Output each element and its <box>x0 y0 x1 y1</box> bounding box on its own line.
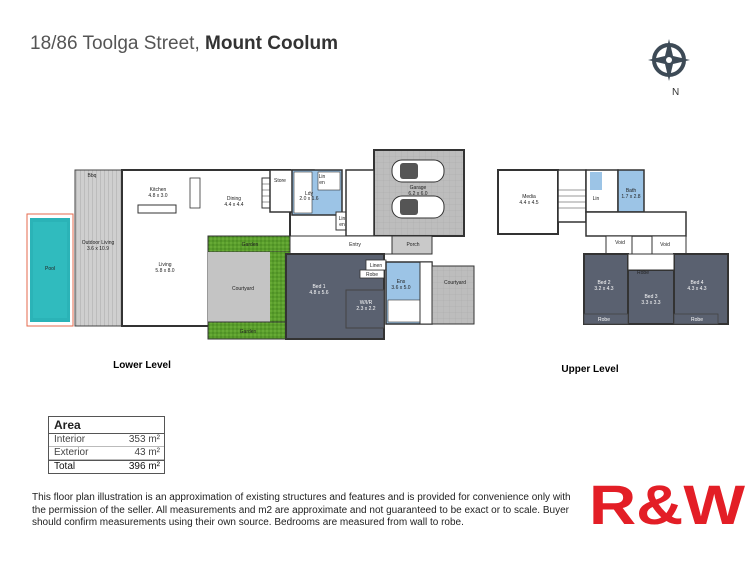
label-media: Media <box>522 194 536 200</box>
label-dining: Dining <box>227 196 241 202</box>
label-bed-4: Bed 4 <box>690 280 703 286</box>
north-label: N <box>672 87 680 98</box>
label-courtyard-right: Courtyard <box>444 280 466 286</box>
disclaimer-text: This floor plan illustration is an appro… <box>32 492 571 528</box>
media-room <box>497 169 559 235</box>
label-outdoor-living-dim: 3.6 x 10.9 <box>87 246 109 252</box>
label-robe-mid: Robe <box>637 270 649 276</box>
label-lin-2b: en <box>339 222 345 228</box>
car-icon <box>391 159 445 183</box>
outdoor-living-deck <box>74 169 123 327</box>
label-courtyard-left: Courtyard <box>232 286 254 292</box>
label-void-2: Void <box>660 242 670 248</box>
label-robe-right: Robe <box>691 317 703 323</box>
property-address: 18/86 Toolga Street, Mount Coolum <box>30 33 338 55</box>
label-void-1: Void <box>615 240 625 246</box>
label-bed-3-dim: 3.3 x 3.3 <box>641 300 660 306</box>
label-lin-1b: en <box>319 180 325 186</box>
label-ldy-dim: 2.0 x 1.6 <box>299 196 318 202</box>
rw-logo: R&W <box>589 478 745 528</box>
label-bed-2-dim: 3.2 x 4.3 <box>594 286 613 292</box>
label-bath-dim: 1.7 x 2.8 <box>621 194 640 200</box>
compass-icon <box>648 39 690 81</box>
label-garden-bottom: Garden <box>240 329 257 335</box>
label-bed-1: Bed 1 <box>312 284 325 290</box>
label-living: Living <box>158 262 171 268</box>
label-bed-2: Bed 2 <box>597 280 610 286</box>
label-bed-4-dim: 4.3 x 4.3 <box>687 286 706 292</box>
car-icon <box>391 195 445 219</box>
address-suburb: Mount Coolum <box>205 33 338 54</box>
label-porch: Porch <box>406 242 419 248</box>
label-pool: Pool <box>45 266 55 272</box>
label-media-dim: 4.4 x 4.5 <box>519 200 538 206</box>
label-outdoor-living: Outdoor Living <box>82 240 115 246</box>
upper-level-label: Upper Level <box>561 364 618 375</box>
label-living-dim: 5.8 x 8.0 <box>155 268 174 274</box>
label-bed-3: Bed 3 <box>644 294 657 300</box>
area-title: Area <box>49 417 164 434</box>
logo-text: R&W <box>589 478 745 528</box>
label-lin-2: Lin <box>339 216 346 222</box>
label-garage: Garage <box>410 185 427 191</box>
label-garage-dim: 6.2 x 6.0 <box>408 191 427 197</box>
label-bbq: Bbq <box>88 173 97 179</box>
label-kitchen: Kitchen <box>150 187 167 193</box>
label-dining-dim: 4.4 x 4.4 <box>224 202 243 208</box>
lower-level-label: Lower Level <box>113 360 171 371</box>
label-linen: Linen <box>370 263 382 269</box>
address-street: 18/86 Toolga Street, <box>30 33 200 54</box>
label-ens: Ens <box>397 279 406 285</box>
label-wir-dim: 2.3 x 2.2 <box>356 306 375 312</box>
label-bed-1-dim: 4.8 x 5.6 <box>309 290 328 296</box>
label-lin-upper: Lin <box>593 196 600 202</box>
label-ldy: Ldy <box>305 191 314 197</box>
label-wir: W/I/R <box>360 300 373 306</box>
label-bath: Bath <box>626 188 637 194</box>
label-lin-1: Lin <box>319 174 326 180</box>
label-entry: Entry <box>349 242 361 248</box>
label-robe-left: Robe <box>598 317 610 323</box>
label-robe: Robe <box>366 272 378 278</box>
label-garden-top: Garden <box>242 242 259 248</box>
label-kitchen-dim: 4.8 x 3.0 <box>148 193 167 199</box>
label-store: Store <box>274 178 286 184</box>
label-ens-dim: 3.6 x 5.0 <box>391 285 410 291</box>
bedroom-2 <box>583 253 629 325</box>
